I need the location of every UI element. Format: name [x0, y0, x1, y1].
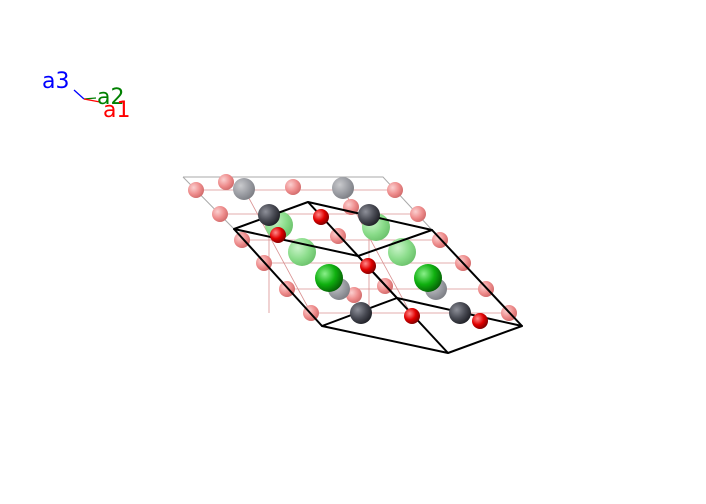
metal-atom [258, 204, 280, 226]
back-atoms [188, 174, 517, 321]
oxygen-atom-faded [212, 206, 228, 222]
a1-axis-label: a1 [103, 98, 130, 123]
metal-atom [358, 204, 380, 226]
a2-axis-label: a2 [97, 85, 124, 110]
oxygen-atom [404, 308, 420, 324]
oxygen-atom-faded [285, 179, 301, 195]
oxygen-atom [472, 313, 488, 329]
oxygen-atom-faded [218, 174, 234, 190]
a3-axis-line [73, 89, 85, 100]
oxygen-atom [270, 227, 286, 243]
a3-axis-label: a3 [42, 69, 69, 94]
oxygen-atom-faded [387, 182, 403, 198]
front-atoms [258, 204, 488, 329]
oxygen-atom [313, 209, 329, 225]
oxygen-atom-faded [410, 206, 426, 222]
metal-atom-faded [233, 178, 255, 200]
oxygen-atom-faded [188, 182, 204, 198]
oxygen-atom [360, 258, 376, 274]
a1-axis-line [83, 98, 101, 103]
axis-triad: a3 a2 a1 [42, 69, 130, 123]
metal-atom-faded [332, 177, 354, 199]
cation-atom [414, 264, 442, 292]
oxygen-atom-faded [346, 287, 362, 303]
metal-atom [449, 302, 471, 324]
metal-atom [350, 302, 372, 324]
oxygen-atom-faded [234, 232, 250, 248]
cation-atom [315, 264, 343, 292]
cation-atom-faded [388, 238, 416, 266]
